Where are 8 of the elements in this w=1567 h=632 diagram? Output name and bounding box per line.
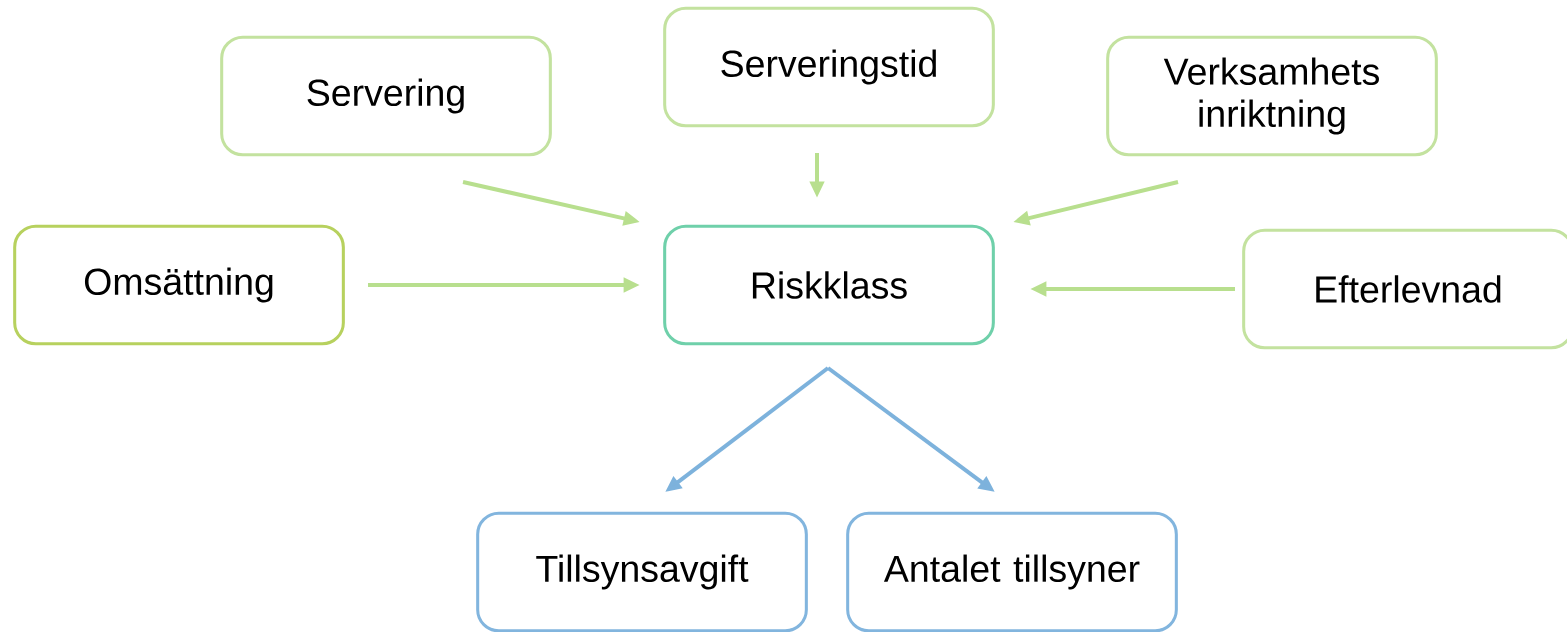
process-box: Servering (220, 35, 552, 157)
process-box: Antalet tillsyner (846, 511, 1178, 632)
process-box: Serveringstid (663, 6, 995, 128)
process-box: Riskklass (663, 224, 995, 346)
process-box: Omsättning (13, 224, 345, 346)
process-box: Efterlevnad (1242, 228, 1567, 350)
process-box: Verksamhets inriktning (1106, 35, 1438, 157)
process-box: Tillsynsavgift (476, 511, 808, 632)
